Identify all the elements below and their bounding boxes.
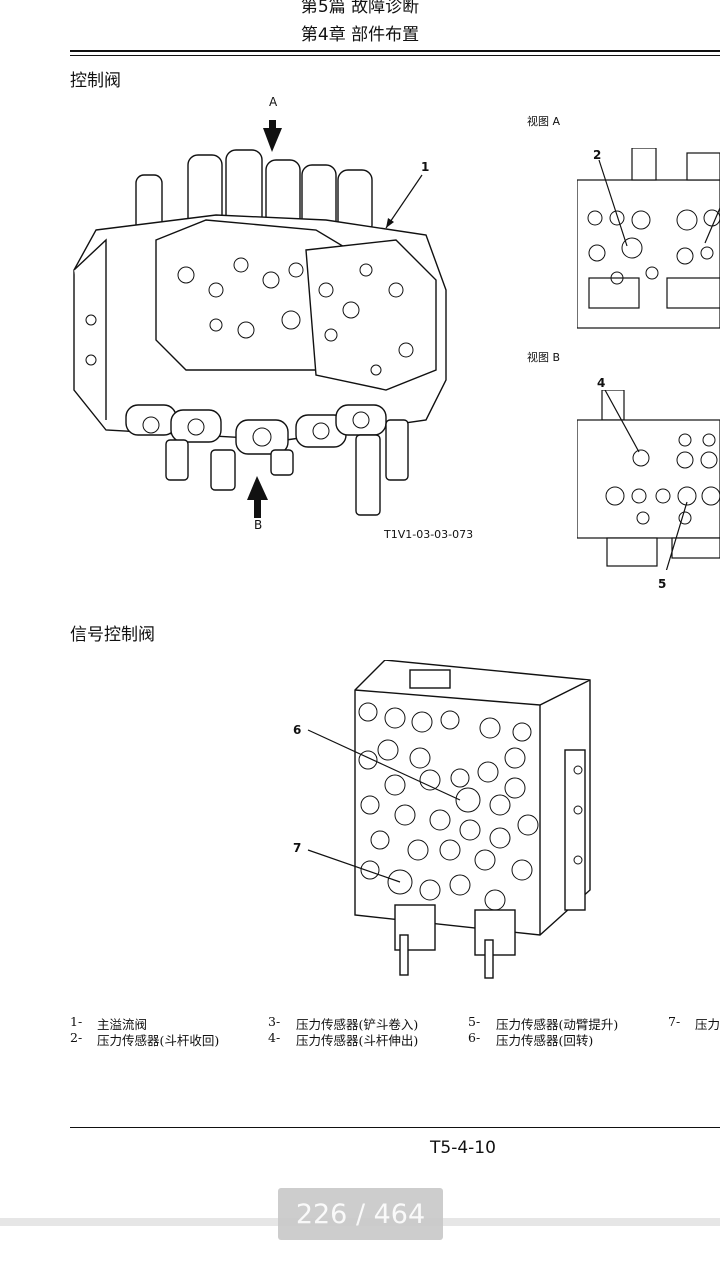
legend-text-5: 压力传感器(动臂提升) <box>496 1017 619 1032</box>
section-title-signal-valve: 信号控制阀 <box>70 625 155 645</box>
legend-no-2: 2- <box>70 1030 83 1045</box>
callout-4: 4 <box>597 376 606 390</box>
legend-text-6: 压力传感器(回转) <box>496 1033 594 1048</box>
legend-no-4: 4- <box>268 1030 281 1045</box>
legend-text-3: 压力传感器(铲斗卷入) <box>296 1017 419 1032</box>
legend-text-4: 压力传感器(斗杆伸出) <box>296 1033 419 1048</box>
legend-no-6: 6- <box>468 1030 481 1045</box>
legend-text-2: 压力传感器(斗杆收回) <box>97 1033 220 1048</box>
callout-2: 2 <box>593 148 602 162</box>
arrow-a-label: A <box>269 95 278 109</box>
view-a-drawing <box>577 148 720 329</box>
chapter-title: 第4章 部件布置 <box>300 25 420 45</box>
header-rule-thin <box>70 55 720 56</box>
legend-no-3: 3- <box>268 1014 281 1029</box>
part-title: 第5篇 故障诊断 <box>300 0 420 17</box>
header-rule <box>70 50 720 52</box>
callout-7: 7 <box>293 841 302 855</box>
legend-text-7: 压力 <box>695 1017 720 1032</box>
page-indicator: 226 / 464 <box>278 1188 443 1240</box>
figure-ref-code: T1V1-03-03-073 <box>384 528 474 541</box>
legend-no-1: 1- <box>70 1014 83 1029</box>
view-b-drawing <box>577 390 720 570</box>
legend-no-5: 5- <box>468 1014 481 1029</box>
section-title-control-valve: 控制阀 <box>70 71 121 91</box>
callout-6: 6 <box>293 723 302 737</box>
footer-rule <box>70 1127 720 1128</box>
legend-no-7: 7- <box>668 1014 681 1029</box>
arrow-b-label: B <box>254 518 263 532</box>
callout-1: 1 <box>421 160 430 174</box>
legend-text-1: 主溢流阀 <box>97 1017 148 1032</box>
page-code: T5-4-10 <box>430 1138 496 1158</box>
signal-valve-drawing <box>307 660 591 979</box>
view-b-label: 视图 B <box>527 351 561 364</box>
callout-5: 5 <box>658 577 667 591</box>
view-a-label: 视图 A <box>527 115 561 128</box>
control-valve-drawing <box>73 120 447 518</box>
